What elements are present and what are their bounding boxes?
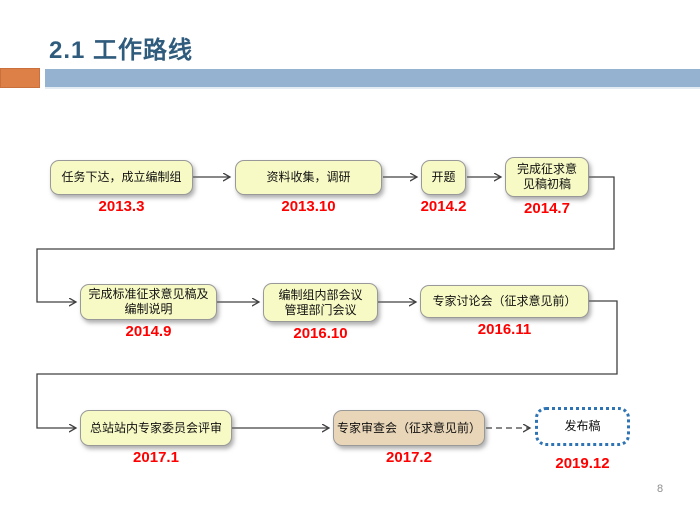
flow-date: 2017.2 (386, 449, 432, 466)
flow-date: 2013.10 (281, 198, 336, 215)
flow-box: 发布稿 (535, 407, 630, 446)
flow-box: 专家审查会（征求意见前） (333, 410, 485, 446)
page-number: 8 (657, 483, 664, 495)
flow-node-data-collection: 资料收集，调研 2013.10 (235, 160, 382, 215)
flow-box: 资料收集，调研 (235, 160, 382, 195)
flow-date: 2016.10 (293, 325, 348, 342)
accent-bar-blue (45, 69, 700, 89)
flow-date: 2014.2 (420, 198, 467, 215)
flow-node-first-draft: 完成征求意 见稿初稿 2014.7 (505, 157, 589, 217)
flow-box: 完成征求意 见稿初稿 (505, 157, 589, 197)
flow-box: 专家讨论会（征求意见前） (420, 285, 589, 318)
flow-node-expert-review: 专家审查会（征求意见前） 2017.2 (333, 410, 485, 466)
flow-date: 2017.1 (133, 449, 179, 466)
flow-node-published-draft: 发布稿 2019.12 (535, 407, 630, 472)
flow-node-station-review: 总站站内专家委员会评审 2017.1 (80, 410, 232, 466)
flow-box: 开题 (421, 160, 466, 195)
flow-node-task-assignment: 任务下达，成立编制组 2013.3 (50, 160, 193, 215)
flow-date: 2019.12 (555, 455, 610, 472)
flow-box: 编制组内部会议 管理部门会议 (263, 283, 378, 322)
flow-node-kickoff: 开题 2014.2 (421, 160, 466, 215)
flow-date: 2014.7 (524, 200, 570, 217)
flow-date: 2016.11 (477, 321, 532, 338)
flow-date: 2014.9 (125, 323, 172, 340)
flow-box: 完成标准征求意见稿及 编制说明 (80, 284, 217, 320)
flow-node-expert-discussion: 专家讨论会（征求意见前） 2016.11 (420, 285, 589, 338)
flow-box: 任务下达，成立编制组 (50, 160, 193, 195)
flow-node-internal-meetings: 编制组内部会议 管理部门会议 2016.10 (263, 283, 378, 342)
flow-box: 总站站内专家委员会评审 (80, 410, 232, 446)
page-title: 2.1 工作路线 (49, 37, 194, 64)
accent-bar-orange (0, 68, 40, 88)
flow-node-standard-draft: 完成标准征求意见稿及 编制说明 2014.9 (80, 284, 217, 340)
flow-date: 2013.3 (98, 198, 145, 215)
